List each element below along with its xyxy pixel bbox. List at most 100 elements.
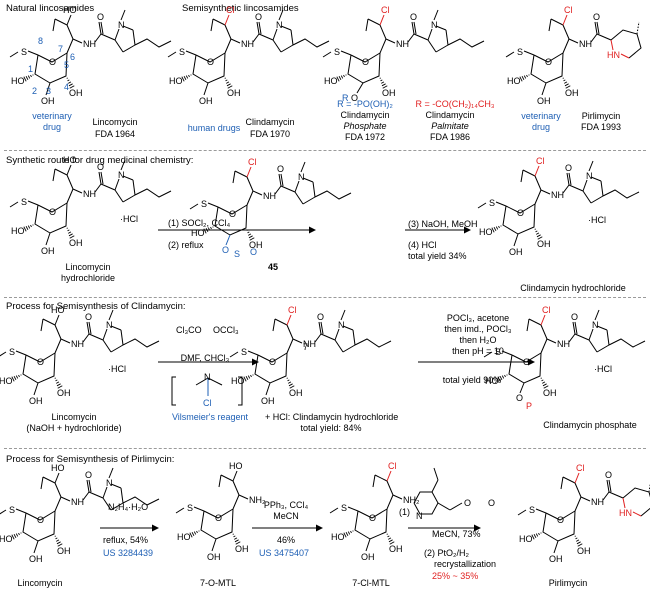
amide-nh: NH [579, 39, 592, 49]
bond [66, 164, 72, 176]
hydroxyl-3: OH [261, 396, 275, 406]
hash-bond [23, 226, 27, 232]
phos-cond-4: then pH = 10 [452, 346, 504, 356]
hydroxyl-2: HO [11, 76, 25, 86]
hcl-salt: ·HCl [588, 215, 606, 225]
pyrrolidine-n: N [586, 171, 593, 181]
bond [122, 25, 134, 31]
hash-bond [336, 76, 340, 82]
hash-bond [575, 537, 578, 540]
bond [574, 321, 578, 335]
bond [522, 169, 536, 177]
bond [540, 338, 548, 354]
phos-cond-2: then imd., POCl₃ [444, 324, 512, 334]
bond [608, 491, 624, 499]
bond [290, 29, 294, 46]
pirlimycin-fda: FDA 1993 [580, 122, 622, 132]
bond [88, 321, 92, 335]
phosphate-fda: FDA 1972 [344, 132, 386, 142]
carbonyl-o: O [97, 12, 105, 22]
bond [392, 494, 403, 500]
hash-bond [382, 85, 388, 89]
bond [606, 479, 610, 493]
thio-s: S [201, 199, 208, 209]
hash-bond [249, 237, 255, 241]
pyrrolidine-n: N [276, 20, 283, 30]
methyl-bond [322, 51, 332, 58]
hash-bond [13, 375, 17, 381]
hash-bond [243, 376, 247, 382]
thio-s: S [517, 47, 524, 57]
bond [54, 482, 62, 498]
amide-nh: NH [241, 39, 254, 49]
hydroxyl-2: HO [231, 376, 245, 386]
ring-number: 6 [70, 52, 76, 62]
lincomycin-use: veterinary drug [32, 111, 72, 132]
hash-bond [388, 537, 392, 540]
n-methyl-bond [433, 9, 439, 21]
bond [286, 338, 294, 354]
bond [110, 502, 124, 511]
thio-s: S [495, 347, 502, 357]
lincomycin-fda: FDA 1964 [94, 129, 136, 139]
bond [596, 21, 600, 35]
bond [620, 53, 630, 59]
bond [580, 496, 591, 502]
thio-s: S [334, 47, 341, 57]
hash-bond [11, 534, 15, 540]
hash-bond [67, 79, 70, 82]
bond [334, 328, 340, 341]
chloro-bond [246, 166, 252, 178]
appel-reagent-2: MeCN [273, 511, 299, 521]
hash-bond [181, 76, 185, 82]
methyl-bond [505, 51, 515, 58]
ring-oxygen: O [369, 513, 377, 523]
bond [596, 33, 612, 41]
bond [195, 377, 209, 386]
bond [120, 487, 124, 504]
methyl-bond [636, 21, 640, 35]
hash-bond [248, 233, 252, 236]
hash-bond [57, 385, 63, 389]
hash-bond [191, 531, 195, 537]
methyl-bond [0, 509, 7, 515]
bond-chain [257, 352, 288, 363]
hash-bond [56, 541, 61, 545]
int-7-o-mtl: 7-O-MTL [200, 578, 236, 588]
bond [562, 184, 570, 194]
hydroxyl-3: OH [509, 247, 523, 257]
ring-oxygen: O [362, 57, 370, 67]
bond-chain [25, 352, 56, 363]
bond [588, 328, 594, 341]
bond [54, 496, 62, 512]
chloro-bond [379, 14, 385, 26]
bond [340, 50, 352, 56]
pyrrolidine-n: N [106, 478, 113, 488]
hash-bond [347, 531, 351, 535]
bond-chain [203, 508, 234, 519]
chloro-atom: Cl [388, 461, 397, 471]
carbonyl-o: O [85, 312, 93, 322]
bond [632, 511, 642, 517]
bond [252, 33, 260, 43]
bond [566, 172, 570, 186]
hydroxyl-4: OH [235, 544, 249, 554]
amide-nh: NH [303, 339, 316, 349]
separator-1 [4, 150, 646, 151]
n-methyl-bond [120, 9, 126, 21]
route-step-3: (3) NaOH, MeOH [408, 219, 478, 229]
anhydride-o: O [464, 498, 472, 508]
bond [66, 188, 74, 204]
carbonyl-o: O [593, 12, 601, 22]
piperidine-nh: HN [607, 50, 620, 60]
hash-bond [340, 75, 344, 79]
methyl-bond [365, 18, 369, 32]
bond-chain [602, 189, 640, 199]
pyrrolidine-n: N [592, 320, 599, 330]
ring-number: 2 [32, 86, 38, 96]
bond [280, 173, 284, 187]
bond-chain [25, 510, 56, 521]
bond [100, 171, 104, 185]
methyl-bond [9, 51, 19, 58]
pirlimycin-name: Pirlimycin [581, 111, 621, 121]
